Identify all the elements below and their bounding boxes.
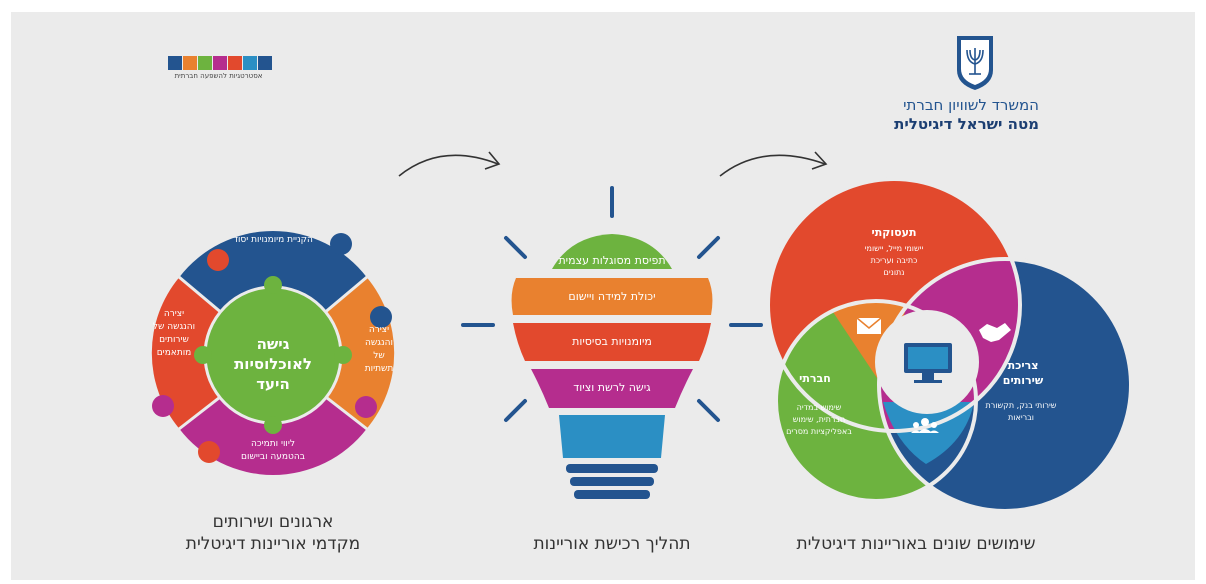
users-icon <box>911 418 939 433</box>
monitor-icon <box>904 343 952 383</box>
ministry-name: המשרד לשוויון חברתי <box>903 96 1039 114</box>
venn-text-business: יישומי מייל, יישומי כתיבה ועריכת נתונים <box>864 244 924 277</box>
venn-title-social: חברתי <box>799 372 831 385</box>
bulb-base-ring-2 <box>570 477 654 486</box>
bulb-level-3-text: מיומנויות בסיסיות <box>572 335 652 348</box>
bulb-base-ring-1 <box>566 464 658 473</box>
right-caption: שימושים שונים באוריינות דיגיטלית <box>796 534 1036 554</box>
brand-logo-icon <box>168 56 272 70</box>
infographic-graphics <box>151 36 1133 513</box>
puzzle-text-left: יצירה והנגשה של שירותים מותאמים <box>152 309 196 358</box>
bulb-base-top <box>559 415 665 458</box>
handshake-icon <box>979 323 1011 342</box>
bulb-level-4-text: גישה לרשת וציוד <box>573 381 651 394</box>
venn-title-business: תעסוקתי <box>871 226 917 239</box>
bulb-layer-2 <box>511 278 713 315</box>
venn-text-social: שימוש במדיה חברתית, שימוש באפליקציות מסר… <box>786 403 852 436</box>
bulb-rays <box>461 186 763 422</box>
puzzle-diagram <box>151 231 395 475</box>
bulb-layer-4 <box>531 369 693 408</box>
puzzle-center-text: גישה לאוכלוסיות היעד <box>234 335 312 393</box>
ministry-department: מטה ישראל דיגיטלית <box>894 115 1039 133</box>
flow-arrow-left <box>398 151 501 177</box>
puzzle-text-bottom: ליווי ותמיכה בהטמעה וביישום <box>241 439 305 462</box>
left-caption-line2: מקדמי אוריינות דיגיטלית <box>185 534 361 554</box>
bulb-level-1-text: תפיסת מסוגלות עצמית <box>558 254 666 267</box>
bulb-level-2-text: יכולת למידה ויישום <box>568 290 656 303</box>
venn-text-services: שירותי בנק, תקשורת ובריאות <box>985 401 1057 422</box>
puzzle-text-right: יצירה והנגשה של תשתיות <box>364 325 394 374</box>
envelope-icon <box>856 317 882 334</box>
bulb-layer-1 <box>552 234 672 269</box>
light-bulb-diagram <box>461 186 763 499</box>
flow-arrow-right <box>719 151 828 177</box>
puzzle-text-top: הקניית מיומנויות יסוד <box>233 235 313 245</box>
left-caption-line1: ארגונים ושירותים <box>212 512 334 532</box>
bulb-base-ring-3 <box>574 490 650 499</box>
state-emblem-icon <box>957 36 993 90</box>
venn-title-services: צריכת שירותים <box>1002 359 1044 387</box>
middle-caption: תהליך רכישת אוריינות <box>533 534 691 554</box>
venn-diagram <box>766 177 1133 513</box>
bulb-layer-3 <box>513 323 711 361</box>
brand-tagline: אסטרטגיות להשפעה חברתית <box>174 72 263 80</box>
infographic-canvas: אסטרטגיות להשפעה חברתית המשרד לשוויון חב… <box>11 12 1195 580</box>
